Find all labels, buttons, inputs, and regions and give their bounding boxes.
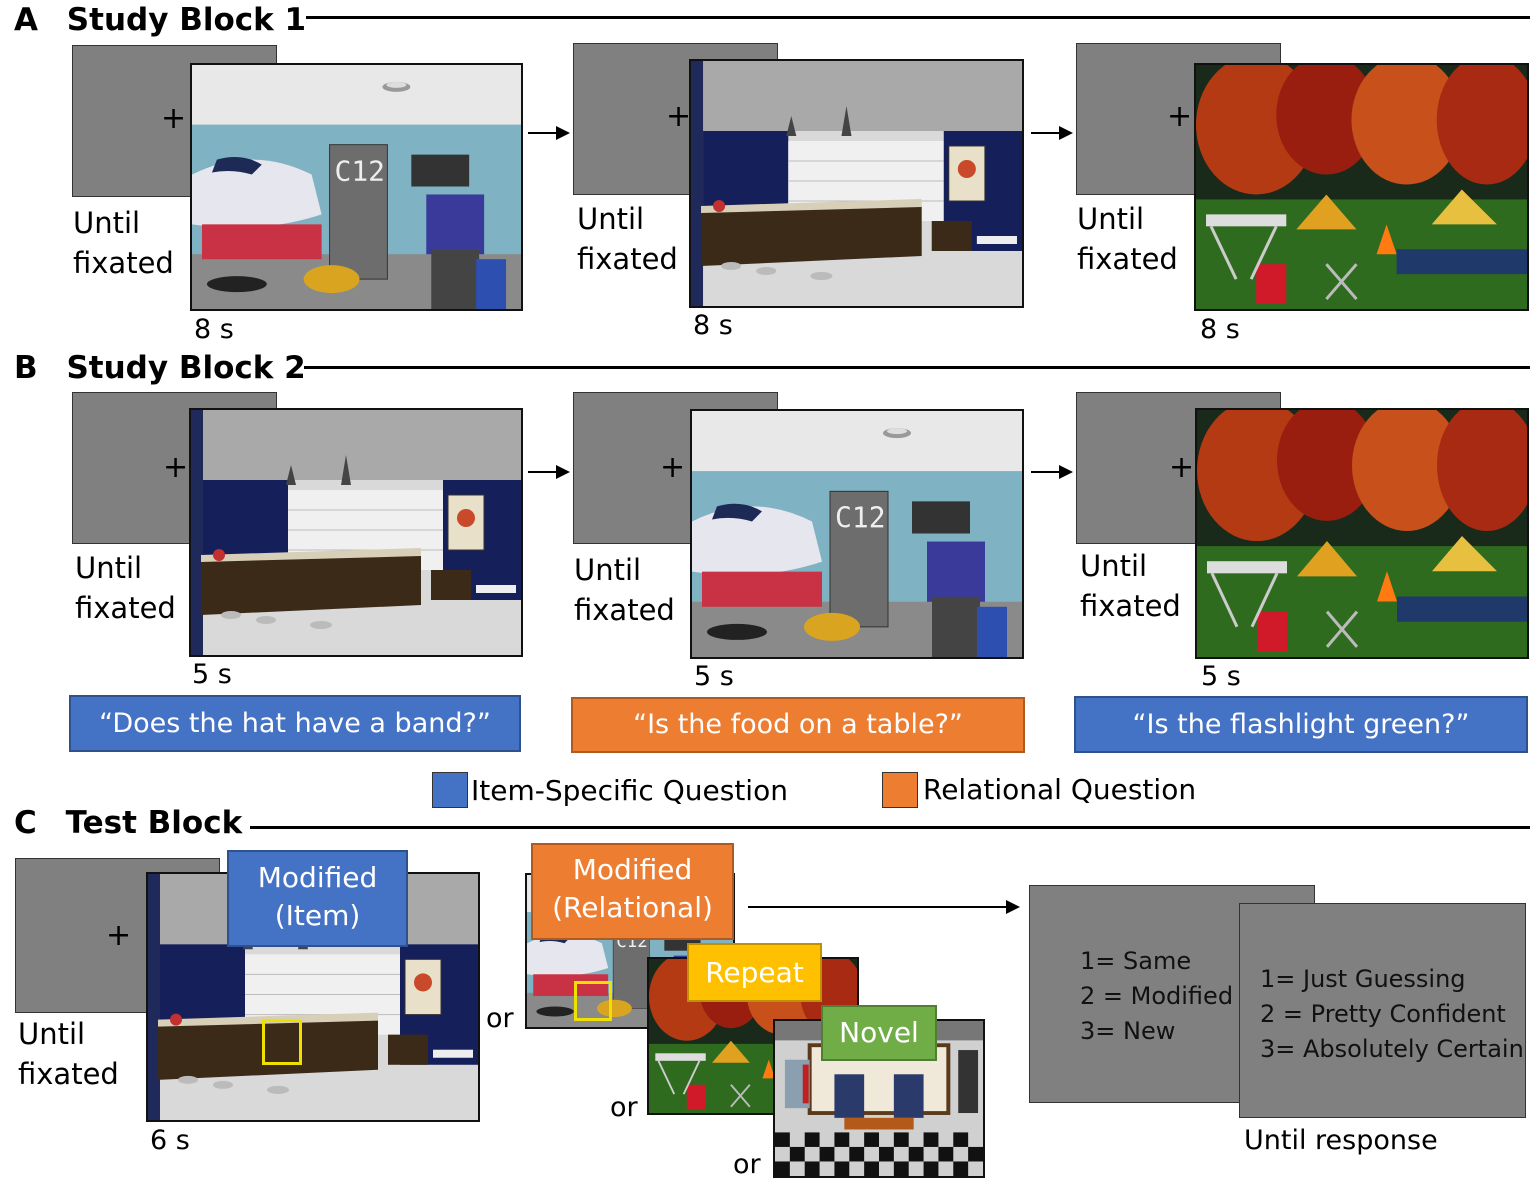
tag-novel: Novel [821,1005,937,1061]
fixation-label-line1: Until [1077,202,1145,236]
tag-modified-item-line1: Modified [257,861,378,894]
fixation-label: Until fixated [1080,546,1181,626]
legend-swatch-item [432,772,468,808]
scene-bar [689,59,1024,308]
fixation-label-line2: fixated [1080,589,1181,623]
modification-highlight [574,981,612,1021]
fixation-label: Until fixated [1077,199,1178,279]
response-option: 1= Same [1080,947,1192,975]
fixation-label-line1: Until [1080,549,1148,583]
section-a-heading: A Study Block 1 [14,2,306,38]
question-item-specific: “Does the hat have a band?” [69,695,521,752]
section-c-title: Test Block [65,805,243,841]
arrow [528,126,570,140]
scene-bar [189,408,523,657]
fixation-cross: + [161,101,187,136]
modification-highlight [262,1019,302,1065]
tag-modified-relational: Modified (Relational) [531,843,734,940]
fixation-label-line2: fixated [75,591,176,625]
arrow [528,465,570,479]
duration-label: 6 s [150,1125,190,1156]
tag-modified-item-line2: (Item) [274,899,361,932]
or-label: or [610,1092,638,1123]
section-a-rule [306,16,1530,19]
fixation-cross: + [106,918,132,953]
or-label: or [486,1003,514,1034]
fixation-label-line1: Until [73,206,141,240]
fixation-label-line1: Until [577,202,645,236]
response-option: 2 = Pretty Confident [1260,1000,1506,1028]
fixation-label-line2: fixated [574,593,675,627]
tag-modified-item: Modified (Item) [227,850,408,947]
question-relational: “Is the food on a table?” [571,697,1025,753]
fixation-label-line2: fixated [73,246,174,280]
duration-label: 5 s [1201,661,1241,692]
tag-repeat: Repeat [687,943,822,1002]
fixation-label: Until fixated [73,203,174,283]
section-b-letter: B [14,350,38,386]
section-c-heading: C Test Block [14,805,242,841]
response-options-confidence: 1= Just Guessing 2 = Pretty Confident 3=… [1260,962,1524,1067]
fixation-label-line1: Until [574,553,642,587]
scene-camp [1194,63,1529,311]
or-label: or [733,1149,761,1180]
scene-airport [690,409,1024,659]
arrow [748,900,1020,914]
fixation-label: Until fixated [574,550,675,630]
fixation-cross: + [660,450,686,485]
duration-label: 5 s [694,661,734,692]
legend-swatch-relational [882,772,918,808]
fixation-label: Until fixated [75,548,176,628]
response-option: 3= New [1080,1017,1176,1045]
tag-modified-relational-line1: Modified [572,853,693,886]
section-c-rule [250,826,1530,829]
fixation-cross: + [666,99,692,134]
response-option: 2 = Modified [1080,982,1234,1010]
fixation-label-line1: Until [18,1017,86,1051]
legend-item-label: Item-Specific Question [471,774,788,807]
response-option: 3= Absolutely Certain [1260,1035,1524,1063]
fixation-label-line1: Until [75,551,143,585]
section-a-title: Study Block 1 [66,2,307,38]
duration-label: 5 s [192,659,232,690]
response-options-recognition: 1= Same 2 = Modified 3= New [1080,944,1233,1049]
duration-label: 8 s [194,314,234,345]
fixation-label-line2: fixated [577,242,678,276]
arrow [1031,126,1073,140]
duration-label: 8 s [693,310,733,341]
section-b-title: Study Block 2 [66,350,306,386]
section-b-rule [304,366,1530,369]
question-item-specific: “Is the flashlight green?” [1074,696,1528,753]
arrow [1031,465,1073,479]
scene-airport [190,63,523,311]
fixation-label-line2: fixated [1077,242,1178,276]
fixation-cross: + [1169,450,1195,485]
section-b-heading: B Study Block 2 [14,350,306,386]
fixation-label: Until fixated [577,199,678,279]
tag-modified-relational-line2: (Relational) [552,891,713,924]
legend-relational-label: Relational Question [923,773,1197,806]
response-screen-confidence: 1= Just Guessing 2 = Pretty Confident 3=… [1239,903,1526,1118]
section-c-letter: C [14,805,37,841]
fixation-label-line2: fixated [18,1057,119,1091]
until-response-label: Until response [1244,1125,1438,1156]
duration-label: 8 s [1200,314,1240,345]
scene-camp [1195,408,1529,659]
response-option: 1= Just Guessing [1260,965,1466,993]
fixation-cross: + [1167,99,1193,134]
fixation-label: Until fixated [18,1014,119,1094]
fixation-cross: + [163,450,189,485]
section-a-letter: A [14,2,38,38]
